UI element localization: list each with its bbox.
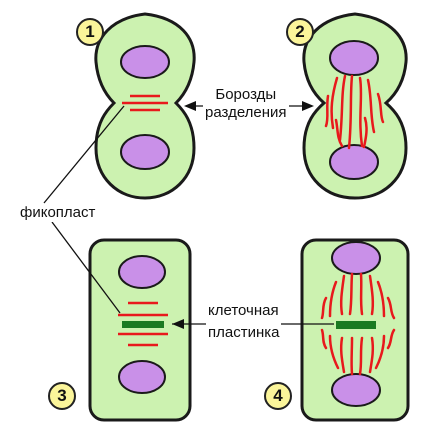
cell-3 — [88, 238, 192, 422]
cell-1-nucleus-top — [120, 45, 170, 79]
cell-4-microtubules — [320, 272, 396, 376]
cell-1 — [94, 12, 196, 200]
panel-number-1-badge: 1 — [76, 18, 104, 46]
phycoplast-leader-to-cell-1 — [43, 105, 125, 204]
cell-4-cell-plate — [336, 321, 376, 329]
cell-1-phycoplast-microtubules — [122, 94, 168, 112]
panel-number-2-badge: 2 — [286, 18, 314, 46]
panel-number-3-badge: 3 — [48, 382, 76, 410]
cell-3-phycoplast-microtubules — [118, 301, 168, 347]
cell-2 — [302, 12, 408, 200]
cell-plate-arrowhead — [172, 319, 184, 329]
phycoplast-leader-to-cell-3 — [51, 221, 121, 314]
cell-1-nucleus-bottom — [120, 134, 170, 170]
cell-plate-label: клеточная пластинка — [206, 300, 282, 344]
cell-1-body — [94, 12, 196, 200]
furrow-right-arrowhead — [302, 101, 314, 111]
cell-4-nucleus-top — [331, 241, 381, 275]
cell-4 — [300, 238, 410, 422]
annotation-arrowheads — [172, 101, 314, 329]
cell-4-nucleus-bottom — [331, 373, 381, 407]
cell-3-cell-plate — [122, 321, 164, 328]
furrow-left-arrowhead — [184, 101, 196, 111]
furrows-label: Борозды разделения — [203, 86, 289, 122]
panel-number-4-badge: 4 — [264, 382, 292, 410]
cell-3-nucleus-bottom — [118, 360, 166, 394]
cell-2-nucleus-bottom — [329, 144, 379, 180]
cell-2-nucleus-top — [329, 40, 379, 76]
phycoplast-label: фикопласт — [20, 204, 96, 222]
cell-4-body — [300, 238, 410, 422]
cell-3-nucleus-top — [118, 255, 166, 289]
cell-2-spindle-microtubules — [324, 74, 385, 150]
